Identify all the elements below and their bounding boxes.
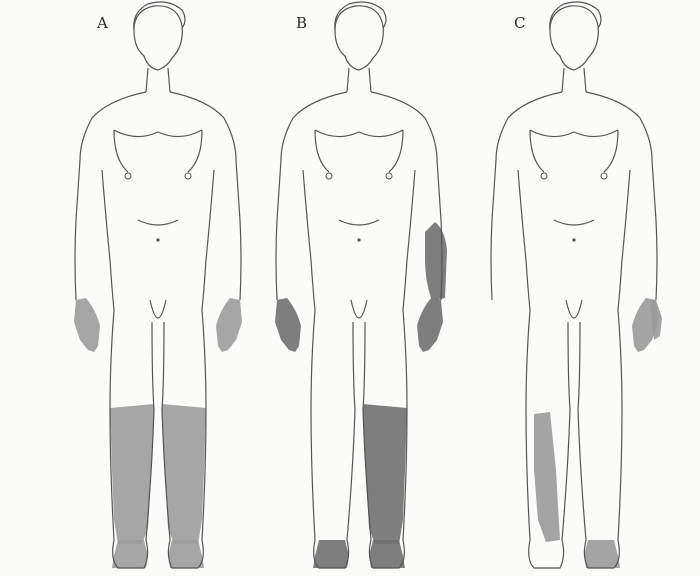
shaded-region-right-hand (417, 298, 443, 352)
body-line (347, 322, 355, 540)
body-line (566, 300, 582, 318)
shaded-region-right-hand (216, 298, 242, 352)
navel-mark (357, 238, 360, 241)
body-line (114, 130, 202, 137)
navel-mark (156, 238, 159, 241)
shaded-region-left-foot (313, 540, 349, 568)
body-line (146, 68, 170, 92)
body-line (530, 130, 618, 172)
nipple-mark (386, 173, 392, 179)
body-line (618, 310, 622, 540)
body-line (202, 170, 214, 310)
body-line (315, 130, 403, 137)
body-line (134, 6, 182, 70)
body-figure (275, 2, 447, 568)
shaded-region-right-foot (584, 540, 620, 568)
nipple-mark (185, 173, 191, 179)
body-line (102, 170, 114, 310)
shaded-region-left-forearm (425, 222, 447, 300)
body-line (315, 130, 403, 172)
navel-mark (572, 238, 575, 241)
shaded-region-left-hand (275, 298, 301, 352)
body-line (554, 220, 594, 225)
shaded-region-right-foot (369, 540, 405, 568)
body-line (526, 310, 530, 540)
body-line (550, 6, 598, 70)
body-line (578, 322, 586, 540)
body-line (114, 130, 202, 172)
body-line (618, 170, 630, 310)
body-figure (491, 2, 662, 568)
nipple-mark (601, 173, 607, 179)
shaded-region-left-foot (112, 540, 148, 568)
shaded-region-right-foot (168, 540, 204, 568)
body-line (150, 300, 166, 318)
nipple-mark (541, 173, 547, 179)
body-line (303, 170, 315, 310)
nipple-mark (326, 173, 332, 179)
body-line (562, 322, 570, 540)
body-line (351, 300, 367, 318)
body-line (562, 68, 586, 92)
body-figure (74, 2, 242, 568)
body-line (339, 220, 379, 225)
shaded-region-left-hand (74, 298, 100, 352)
body-line (311, 310, 315, 540)
body-line (138, 220, 178, 225)
body-line (403, 170, 415, 310)
body-line (530, 130, 618, 137)
body-line (529, 540, 564, 568)
body-line (518, 170, 530, 310)
shaded-region-right-lower-leg-outer (534, 412, 560, 542)
body-line (347, 68, 371, 92)
nipple-mark (125, 173, 131, 179)
body-line (335, 6, 383, 70)
